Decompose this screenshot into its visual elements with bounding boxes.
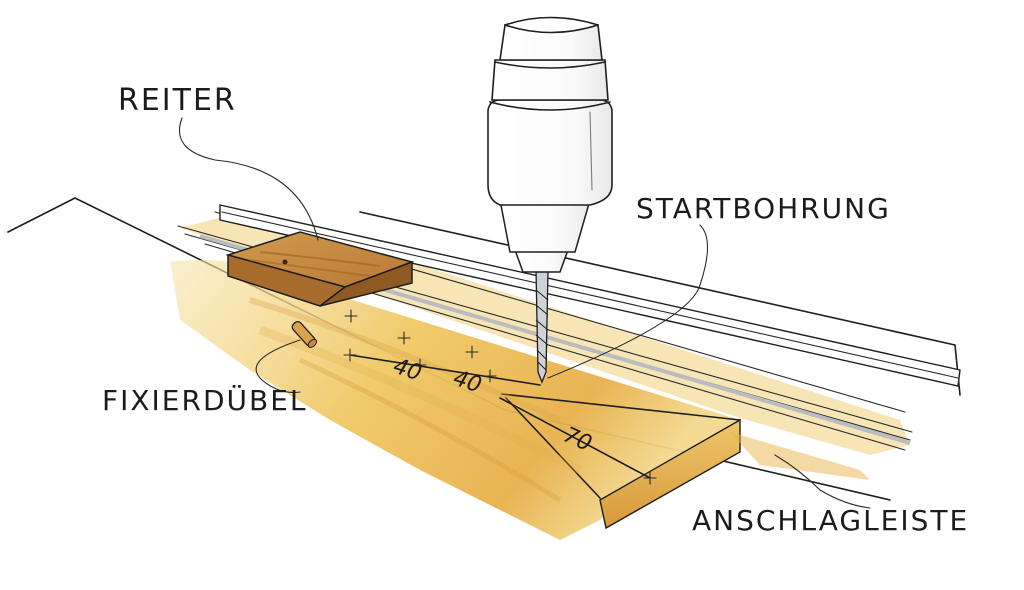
label-anschlagleiste: ANSCHLAGLEISTE xyxy=(692,504,969,537)
label-reiter: REITER xyxy=(118,83,237,118)
guide-rail xyxy=(219,204,961,387)
leader-lines xyxy=(178,117,871,509)
drill xyxy=(487,16,613,384)
fixing-dowel xyxy=(291,320,318,348)
measurement-marks xyxy=(343,309,657,485)
label-startbohrung: STARTBOHRUNG xyxy=(636,192,891,225)
label-fixierduebel: FIXIERDÜBEL xyxy=(102,383,308,417)
reiter-block xyxy=(225,231,415,307)
workpiece-board xyxy=(170,260,741,540)
